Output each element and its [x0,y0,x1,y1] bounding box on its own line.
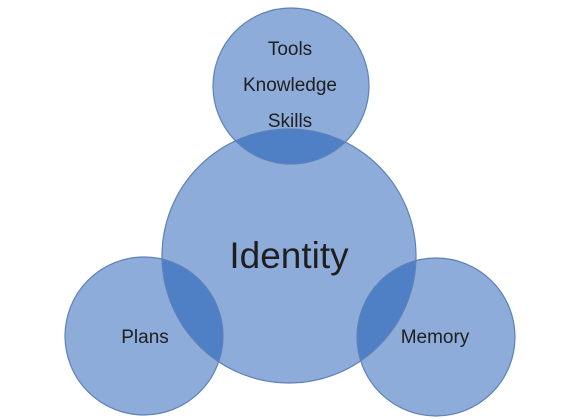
right-label: Memory [401,327,470,348]
left-label: Plans [121,327,169,348]
top-label-skills: Skills [268,111,312,132]
center-label: Identity [229,235,349,276]
top-label-knowledge: Knowledge [243,75,337,96]
center-circle [162,129,416,383]
top-circle [213,8,369,164]
top-label-tools: Tools [268,39,312,60]
